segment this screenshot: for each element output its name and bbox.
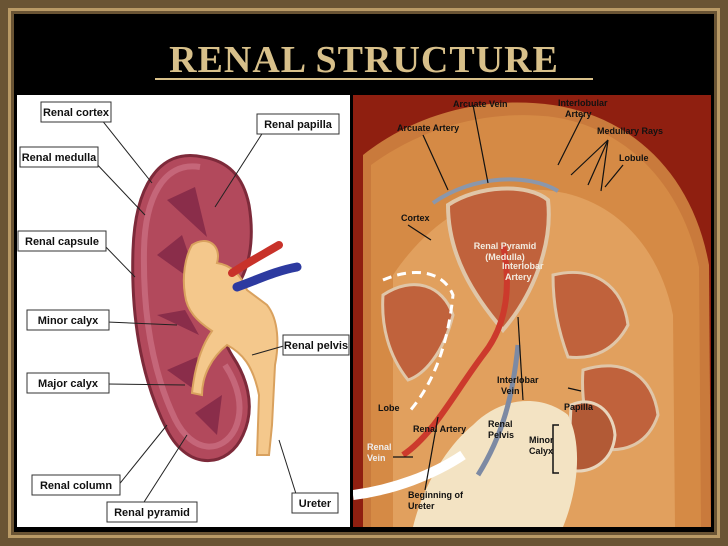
label-renal-column: Renal column xyxy=(40,480,112,492)
model-renal-pyramid xyxy=(445,186,551,334)
label-renal-artery: Renal Artery xyxy=(413,424,466,434)
label-arcuate-artery: Arcuate Artery xyxy=(397,123,459,133)
pyramid xyxy=(157,310,199,335)
renal-artery xyxy=(228,241,283,277)
label-renal-pyramid: Renal pyramid xyxy=(114,507,190,519)
label-interlobar-artery-2: Artery xyxy=(505,272,532,282)
label-minor-calyx: Minor calyx xyxy=(38,315,99,327)
label-renal-pelvis-1: Renal xyxy=(488,419,513,429)
label-lobule: Lobule xyxy=(619,153,649,163)
label-lobe: Lobe xyxy=(378,403,400,413)
label-interlobar-vein-1: Interlobar xyxy=(497,375,539,385)
label-interlobular-artery-2: Artery xyxy=(565,109,592,119)
minor-calyx-bracket xyxy=(552,424,559,474)
right-kidney-svg: Arcuate Vein Interlobular Artery Arcuate… xyxy=(353,98,711,527)
pyramid xyxy=(195,395,222,435)
model-renal-vein xyxy=(353,450,466,500)
label-major-calyx: Major calyx xyxy=(38,378,99,390)
label-papilla: Papilla xyxy=(564,402,594,412)
label-cortex: Cortex xyxy=(401,213,430,223)
label-medullary-rays: Medullary Rays xyxy=(597,126,663,136)
label-beginning-of-ureter-1: Beginning of xyxy=(408,490,464,500)
label-renal-pelvis-2: Pelvis xyxy=(488,430,514,440)
model-pyramid xyxy=(381,283,455,382)
label-renal-pelvis: Renal pelvis xyxy=(284,340,348,352)
label-renal-pyramid-1: Renal Pyramid xyxy=(474,241,537,251)
model-papilla-region xyxy=(566,400,617,473)
label-ureter: Ureter xyxy=(299,498,332,510)
model-interlobar-vein xyxy=(475,344,521,477)
slide-title: RENAL STRUCTURE xyxy=(169,39,559,81)
label-renal-vein-1: Renal xyxy=(367,442,392,452)
model-arcuate-vessel xyxy=(431,177,560,205)
model-pyramid xyxy=(551,270,630,360)
title-band xyxy=(17,17,711,95)
label-renal-papilla: Renal papilla xyxy=(264,119,333,131)
label-interlobar-vein-2: Vein xyxy=(501,386,520,396)
left-kidney-svg: Renal cortex Renal medulla Renal capsule… xyxy=(17,101,350,523)
model-renal-artery xyxy=(401,244,510,458)
right-kidney-model: Arcuate Vein Interlobular Artery Arcuate… xyxy=(353,95,711,527)
label-interlobar-artery-1: Interlobar xyxy=(502,261,544,271)
label-arcuate-vein: Arcuate Vein xyxy=(453,99,508,109)
title-underline xyxy=(155,78,593,80)
kidney-cortex-inner xyxy=(140,163,243,450)
label-interlobular-artery-1: Interlobular xyxy=(558,98,608,108)
label-renal-capsule: Renal capsule xyxy=(25,236,99,248)
label-renal-vein-2: Vein xyxy=(367,453,386,463)
label-renal-pyramid-2: (Medulla) xyxy=(485,252,525,262)
left-kidney-diagram: Renal cortex Renal medulla Renal capsule… xyxy=(17,95,350,527)
label-minor-calyx-2: Calyx xyxy=(529,446,553,456)
label-beginning-of-ureter-2: Ureter xyxy=(408,501,435,511)
label-renal-medulla: Renal medulla xyxy=(22,152,97,164)
pyramid xyxy=(167,187,207,237)
label-minor-calyx-1: Minor xyxy=(529,435,554,445)
label-renal-cortex: Renal cortex xyxy=(43,107,110,119)
model-lobe-outline xyxy=(382,270,455,414)
renal-vein xyxy=(232,262,302,292)
model-renal-pelvis xyxy=(413,401,578,527)
